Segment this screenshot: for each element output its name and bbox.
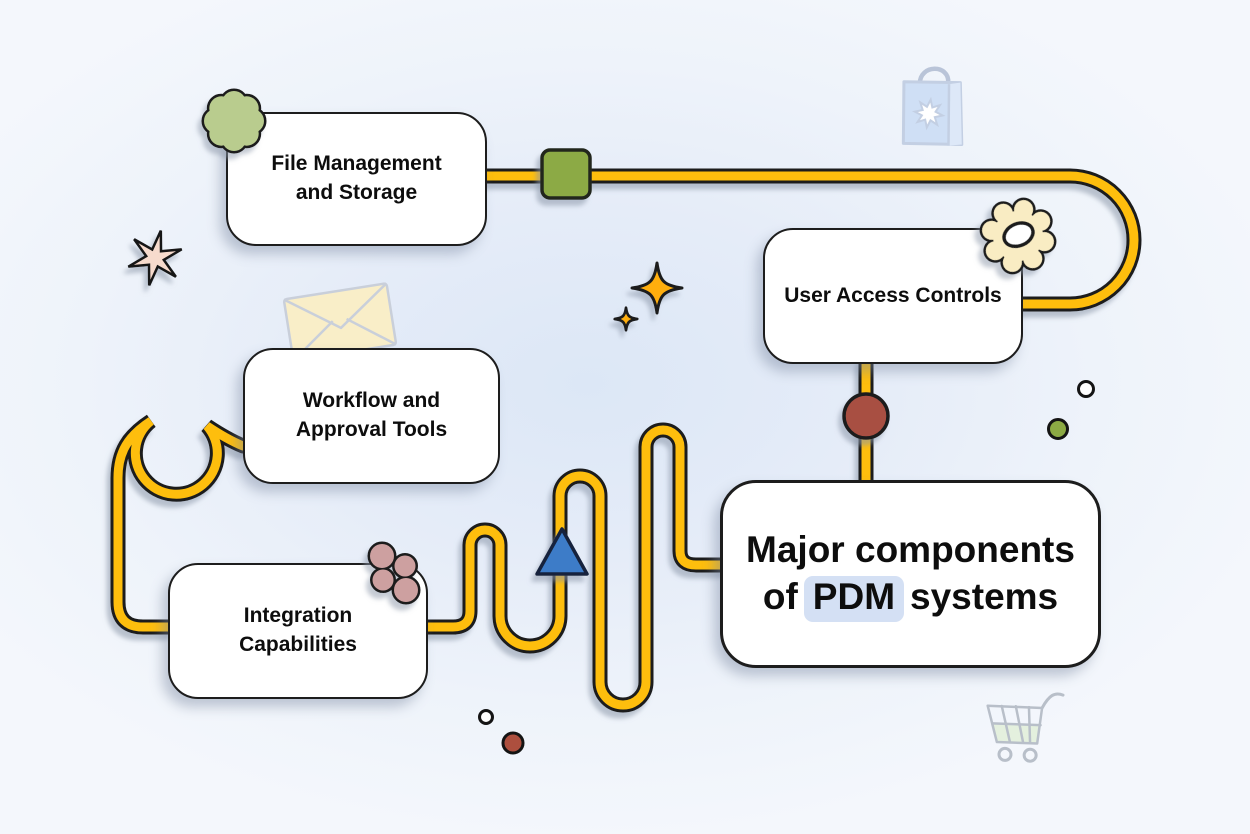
small-white-dot (1077, 380, 1095, 398)
node-label: Workflow and (302, 389, 441, 413)
node-integration-capabilities: Integration Capabilities (168, 563, 428, 699)
title-text: systems (910, 576, 1059, 618)
node-label: and Storage (295, 181, 418, 204)
node-workflow-approval: Workflow and Approval Tools (243, 348, 500, 484)
node-label: Integration (243, 604, 353, 628)
node-label: Approval Tools (295, 418, 448, 441)
title-text: of (762, 576, 798, 618)
node-file-management: File Management and Storage (226, 112, 487, 246)
node-label: Capabilities (239, 633, 357, 656)
node-user-access-controls: User Access Controls (763, 228, 1023, 364)
green-square-marker (540, 148, 592, 200)
small-green-dot (1047, 418, 1069, 440)
small-red-dot (501, 731, 525, 755)
pdm-highlight: PDM (803, 576, 905, 623)
title-text: Major components (746, 528, 1075, 570)
small-white-dot (478, 709, 494, 725)
sparkle-icon (613, 261, 684, 332)
blue-triangle-marker (535, 527, 589, 576)
shopping-bag-icon (901, 66, 964, 146)
main-title-line1: Major components (746, 526, 1075, 573)
node-label: File Management (271, 152, 442, 176)
starburst-icon (127, 230, 183, 286)
red-circle-marker (842, 392, 890, 440)
envelope-icon (282, 282, 398, 362)
node-label: User Access Controls (784, 283, 1002, 307)
star-icon (911, 96, 946, 131)
shopping-cart-icon (986, 692, 1065, 763)
